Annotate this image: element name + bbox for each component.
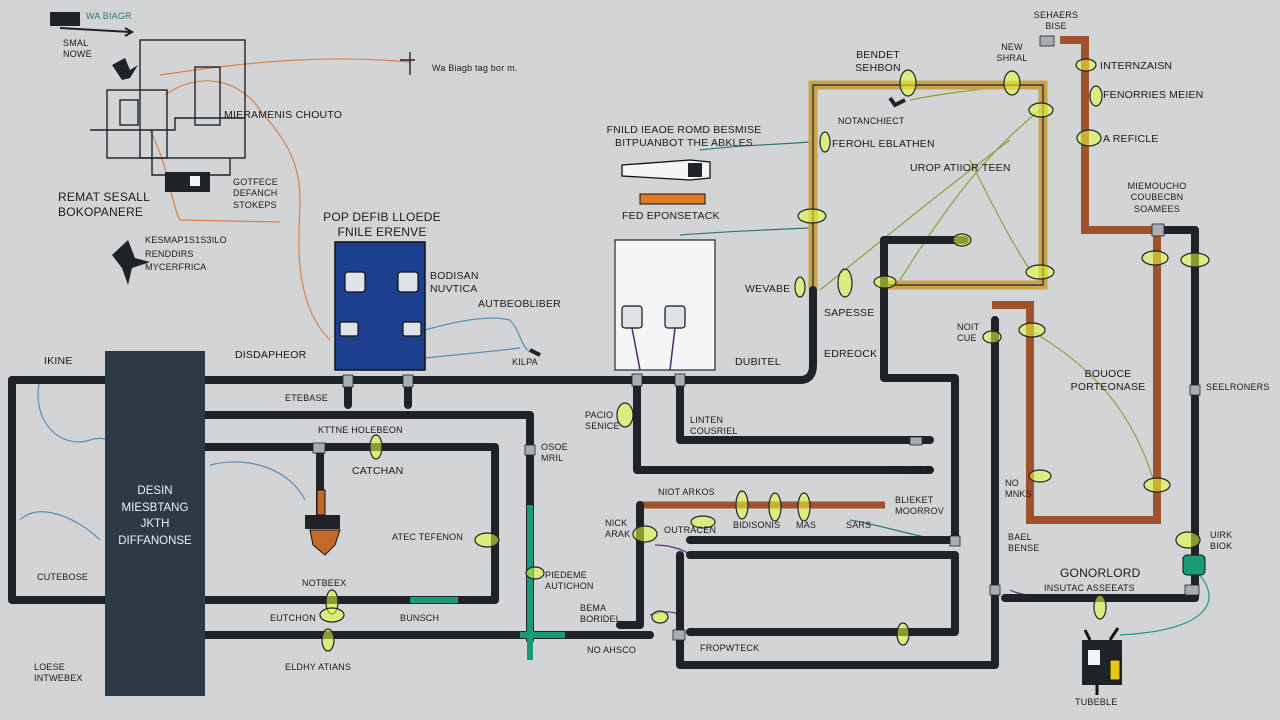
label-uirk: UIRK BIOK — [1210, 530, 1233, 552]
label-fropwteck: FROPWTECK — [700, 643, 760, 653]
label-bunsch: BUNSCH — [400, 613, 440, 623]
label-meramenis: MIERAMENIS CHOUTO — [224, 109, 343, 121]
tool-icon — [529, 96, 906, 357]
valve-handle-icon — [112, 58, 138, 80]
label-piedeme: PIEDEME AUTICHON — [545, 570, 594, 592]
gold-pipe-inner — [812, 84, 1044, 290]
label-autbeobleer: AUTBEOBLIBER — [478, 298, 561, 310]
label-tubeble: TUBEBLE — [1075, 697, 1118, 707]
label-fenorries: FENORRIES MEIEN — [1103, 89, 1204, 101]
label-bodisan: BODISAN NUVTICA — [430, 270, 479, 296]
label-measure-note: Wa Biagb tag bor m. — [432, 63, 518, 73]
label-pop-defib: POP DEFIB LLOEDE FNILE ERENVE — [323, 210, 441, 239]
label-top-left-note: Wa Biagr — [86, 11, 132, 21]
label-urop: UROP ATIIOR TEEN — [910, 162, 1011, 174]
label-ferochl: FEROHL EBLATHEN — [832, 138, 935, 150]
rust-pipe-right — [992, 36, 1161, 524]
main-pipes — [8, 226, 1199, 669]
label-atec: ATEC TEFENON — [392, 532, 464, 542]
label-kilpa: KILPA — [512, 357, 538, 367]
label-sapesse: SAPESSE — [824, 307, 875, 319]
label-kesmap: KESMAP1S1S3ILO Renddirs Mycerfrica — [145, 235, 227, 272]
label-a-reficle: A REFICLE — [1103, 133, 1159, 145]
label-wevabe: WEVABE — [745, 283, 791, 295]
label-bema: BEMA BORIDEL — [580, 603, 621, 625]
label-no-mnks: NO MNKS — [1005, 478, 1032, 500]
label-hotlieur: HOTLIEUR — [886, 465, 934, 475]
label-bleket: BLIEKET MOORROV — [895, 495, 944, 517]
valve-icon — [305, 489, 341, 556]
label-sars: SARS — [846, 520, 872, 530]
label-insutac: INSUTAC ASSEEATS — [1044, 583, 1135, 593]
label-fluid: FNILD IEAOE ROMD BESMISE BITPUANBOT THE … — [606, 124, 762, 150]
label-loese: LOESE INTWEBEX — [34, 662, 83, 684]
label-bendet: BENDET SEHBON — [855, 49, 901, 75]
label-remat: REMAT SESALL BOKOPANERE — [58, 190, 150, 219]
label-catchan: CATCHAN — [352, 465, 404, 477]
label-bidisonis: BIDISONIS — [733, 520, 781, 530]
label-noit-cue: NOIT CUE — [957, 322, 980, 344]
label-disapheor: DISDAPHEOR — [235, 349, 307, 361]
label-outracen: OUTRACEN — [664, 525, 717, 535]
control-panel-text: DESIN MIESBTANG JKTH DIFFANONSE — [118, 485, 192, 548]
label-notanchiect: NOTANCHIECT — [838, 116, 905, 126]
label-etebase: ETEBASE — [285, 393, 328, 403]
signal-wires — [19, 58, 1210, 636]
label-no-ahsco: NO AHSCO — [587, 645, 637, 655]
orange-indicator-bar — [639, 193, 706, 205]
label-eldhy: ELDHY ATIANS — [285, 662, 352, 672]
label-pacio: PACIO SENICE — [585, 410, 620, 432]
label-new-shral: NEW SHRAL — [996, 42, 1028, 64]
pump-icon — [621, 159, 711, 181]
pipe-connectors — [312, 35, 1201, 641]
label-internzaisn: INTERNZAISN — [1100, 60, 1173, 72]
label-mas: MAS — [796, 520, 817, 530]
label-seelroners: SEELRONERS — [1206, 382, 1270, 392]
label-sensors: SEHAERS BISE — [1033, 10, 1079, 32]
label-top-left-sub: Smal NOWE — [63, 38, 92, 60]
control-panel — [105, 351, 205, 696]
label-gotface: GOTFECE DEFANCH STOKEPS — [233, 177, 278, 210]
label-bael: BAEL BENSE — [1008, 532, 1040, 554]
pump-assembly-icon — [1082, 554, 1206, 695]
label-eutchon: EUTCHON — [270, 613, 316, 623]
top-left-sketch — [90, 39, 415, 176]
label-cutebose: CUTEBOSE — [37, 572, 89, 582]
label-notbex: NOTBEEX — [302, 578, 347, 588]
gauge-icon — [339, 271, 422, 337]
label-ikine: IKINE — [44, 355, 73, 367]
sensor-nodes — [319, 58, 1210, 652]
fan-icon — [112, 240, 150, 285]
label-not-arkos: NIOT ARKOS — [658, 487, 715, 497]
label-edreock: EDREOCK — [824, 348, 878, 360]
label-fed: FED EPONSETACK — [622, 210, 720, 222]
label-bouoce: BOUOCE PORTEONASE — [1070, 368, 1146, 394]
blue-control-box — [334, 241, 426, 371]
logo-icon — [50, 12, 135, 37]
label-kttne: KTTNE HOLEBEON — [318, 425, 403, 435]
label-gonorlord: GONORLORD — [1060, 566, 1141, 580]
label-dubitel: DUBITEL — [735, 356, 781, 368]
label-miemouche: MIEMOUCHO COUBECBN SOAMEES — [1127, 181, 1187, 214]
label-linten: LINTEN COUSRIEL — [690, 415, 738, 437]
white-tank — [614, 239, 716, 371]
teal-pipes — [410, 505, 565, 660]
camera-icon — [165, 172, 210, 192]
label-osoe: OSOE MRIL — [541, 442, 568, 464]
gauge-icon — [621, 305, 686, 329]
label-nick-arak: NICK ARAK — [605, 518, 631, 540]
